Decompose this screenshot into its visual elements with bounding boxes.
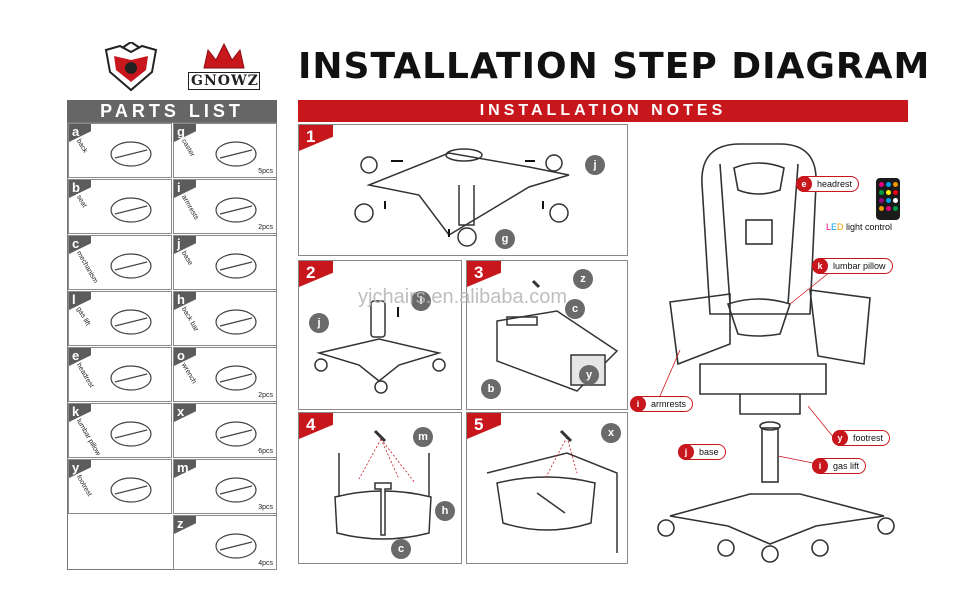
led-light-control-label: LED light control: [826, 222, 893, 232]
step-2-panel: 2 l j: [298, 260, 462, 410]
part-illustration: [215, 477, 257, 503]
part-illustration: [110, 309, 152, 335]
step-5-illustration: [486, 429, 618, 553]
step-3-label-b: b: [481, 379, 501, 399]
step-2-label-l: l: [411, 291, 431, 311]
part-cell-z: z 4pcs: [173, 515, 277, 570]
assembled-chair-illustration: [657, 143, 895, 563]
part-illustration: [110, 253, 152, 279]
part-quantity: 2pcs: [258, 224, 273, 231]
step-1-label-g: g: [495, 229, 515, 249]
part-letter: b: [72, 180, 80, 195]
step-4-label-h: h: [435, 501, 455, 521]
part-quantity: 4pcs: [258, 560, 273, 567]
part-cell-x: x 6pcs: [173, 403, 277, 458]
part-letter: e: [72, 348, 80, 363]
part-letter: x: [177, 404, 185, 419]
page-title: INSTALLATION STEP DIAGRAM: [298, 46, 931, 87]
part-illustration: [110, 421, 152, 447]
part-quantity: 2pcs: [258, 392, 273, 399]
part-letter: z: [177, 516, 184, 531]
installation-notes-header: INSTALLATION NOTES: [298, 100, 908, 122]
part-letter: k: [72, 404, 80, 419]
part-letter: j: [177, 236, 181, 251]
parts-list-header: PARTS LIST: [67, 100, 277, 122]
step-number: 4: [306, 415, 316, 434]
step-number: 1: [306, 127, 316, 146]
step-4-label-m: m: [413, 427, 433, 447]
part-illustration: [215, 309, 257, 335]
step-3-label-z: z: [573, 269, 593, 289]
brand-logo-shield: [100, 40, 162, 94]
step-5-label-x: x: [601, 423, 621, 443]
step-2-label-j: j: [309, 313, 329, 333]
step-3-label-y: y: [579, 365, 599, 385]
step-number: 2: [306, 263, 316, 282]
step-1-illustration: [354, 148, 570, 247]
part-illustration: [215, 421, 257, 447]
part-illustration: [215, 365, 257, 391]
step-3-panel: 3 z c b y: [466, 260, 628, 410]
part-illustration: [110, 141, 152, 167]
logo-wordmark: GNOWZ: [188, 72, 260, 90]
part-letter: c: [72, 236, 80, 251]
step-4-illustration: [334, 429, 432, 540]
step-4-panel: 4 m h c: [298, 412, 462, 564]
part-quantity: 3pcs: [258, 504, 273, 511]
part-letter: y: [72, 460, 80, 475]
led-remote-icon: [876, 178, 900, 220]
brand-logo-crown: GNOWZ: [188, 42, 260, 94]
part-cell-m: m 3pcs: [173, 459, 277, 514]
step-1-label-j: j: [585, 155, 605, 175]
step-4-label-c: c: [391, 539, 411, 559]
part-letter: o: [177, 348, 185, 363]
step-5-panel: 5 x: [466, 412, 628, 564]
part-letter: l: [72, 292, 76, 307]
part-quantity: 5pcs: [258, 168, 273, 175]
step-number: 3: [474, 263, 484, 282]
part-illustration: [110, 477, 152, 503]
step-3-label-c: c: [565, 299, 585, 319]
part-illustration: [110, 365, 152, 391]
watermark-text: yjchairs.en.alibaba.com: [358, 286, 567, 308]
part-illustration: [110, 197, 152, 223]
part-letter: m: [177, 460, 189, 475]
part-letter: a: [72, 124, 80, 139]
part-letter: i: [177, 180, 181, 195]
part-illustration: [215, 253, 257, 279]
part-illustration: [215, 533, 257, 559]
part-illustration: [215, 197, 257, 223]
part-quantity: 6pcs: [258, 448, 273, 455]
part-illustration: [215, 141, 257, 167]
step-2-illustration: [314, 300, 446, 394]
part-letter: h: [177, 292, 185, 307]
step-number: 5: [474, 415, 484, 434]
part-letter: g: [177, 124, 185, 139]
step-1-panel: 1 j g: [298, 124, 628, 256]
